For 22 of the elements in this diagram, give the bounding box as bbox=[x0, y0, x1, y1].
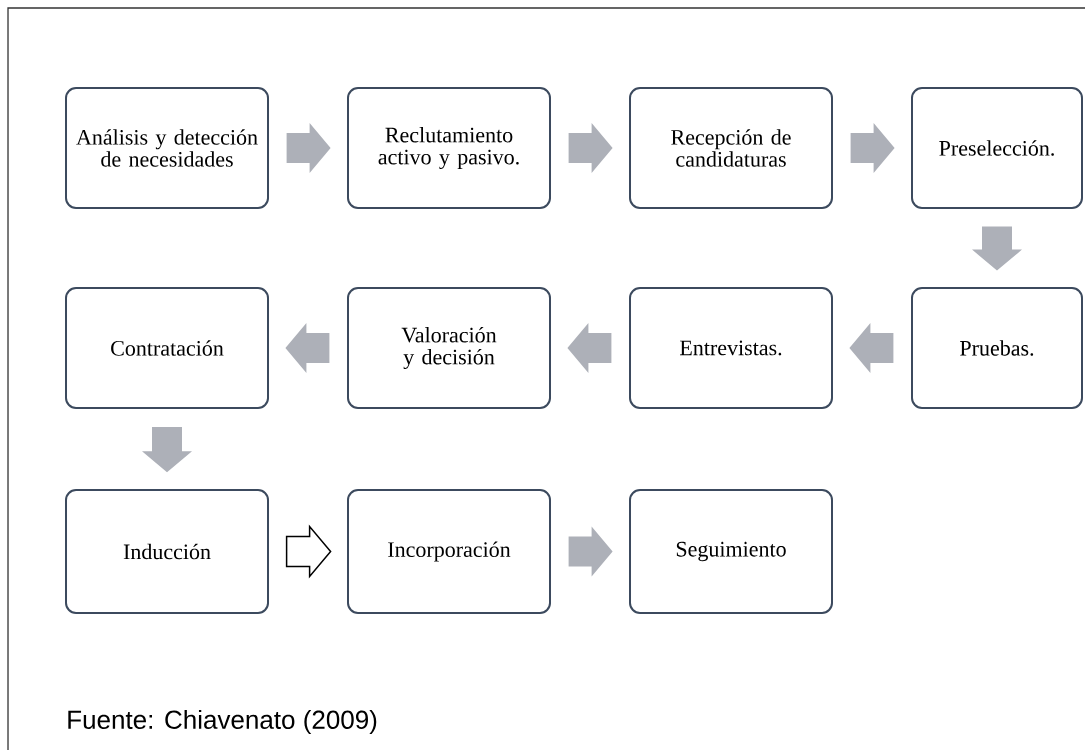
block-arrow bbox=[142, 427, 192, 473]
block-arrow bbox=[285, 323, 330, 373]
process-box: Inducción bbox=[65, 489, 269, 614]
process-box: Entrevistas. bbox=[629, 287, 833, 409]
process-box: Preselección. bbox=[911, 87, 1083, 209]
process-box: Pruebas. bbox=[911, 287, 1083, 409]
block-arrow bbox=[849, 323, 894, 373]
process-box: Recepción de candidaturas bbox=[629, 87, 833, 209]
process-box: Incorporación bbox=[347, 489, 551, 614]
block-arrow bbox=[972, 226, 1022, 271]
process-box: Contratación bbox=[65, 287, 269, 409]
block-arrow bbox=[568, 526, 613, 577]
block-arrow bbox=[850, 123, 895, 173]
block-arrow bbox=[286, 123, 331, 173]
caption: Fuente: Chiavenato (2009) bbox=[68, 709, 377, 735]
process-box: Seguimiento bbox=[629, 489, 833, 614]
block-arrow bbox=[568, 123, 613, 173]
process-box: Valoración y decisión bbox=[347, 287, 551, 409]
process-box: Análisis y detección de necesidades bbox=[65, 87, 269, 209]
block-arrow bbox=[285, 524, 332, 579]
block-arrow bbox=[567, 323, 612, 373]
process-box: Reclutamiento activo y pasivo. bbox=[347, 87, 551, 209]
